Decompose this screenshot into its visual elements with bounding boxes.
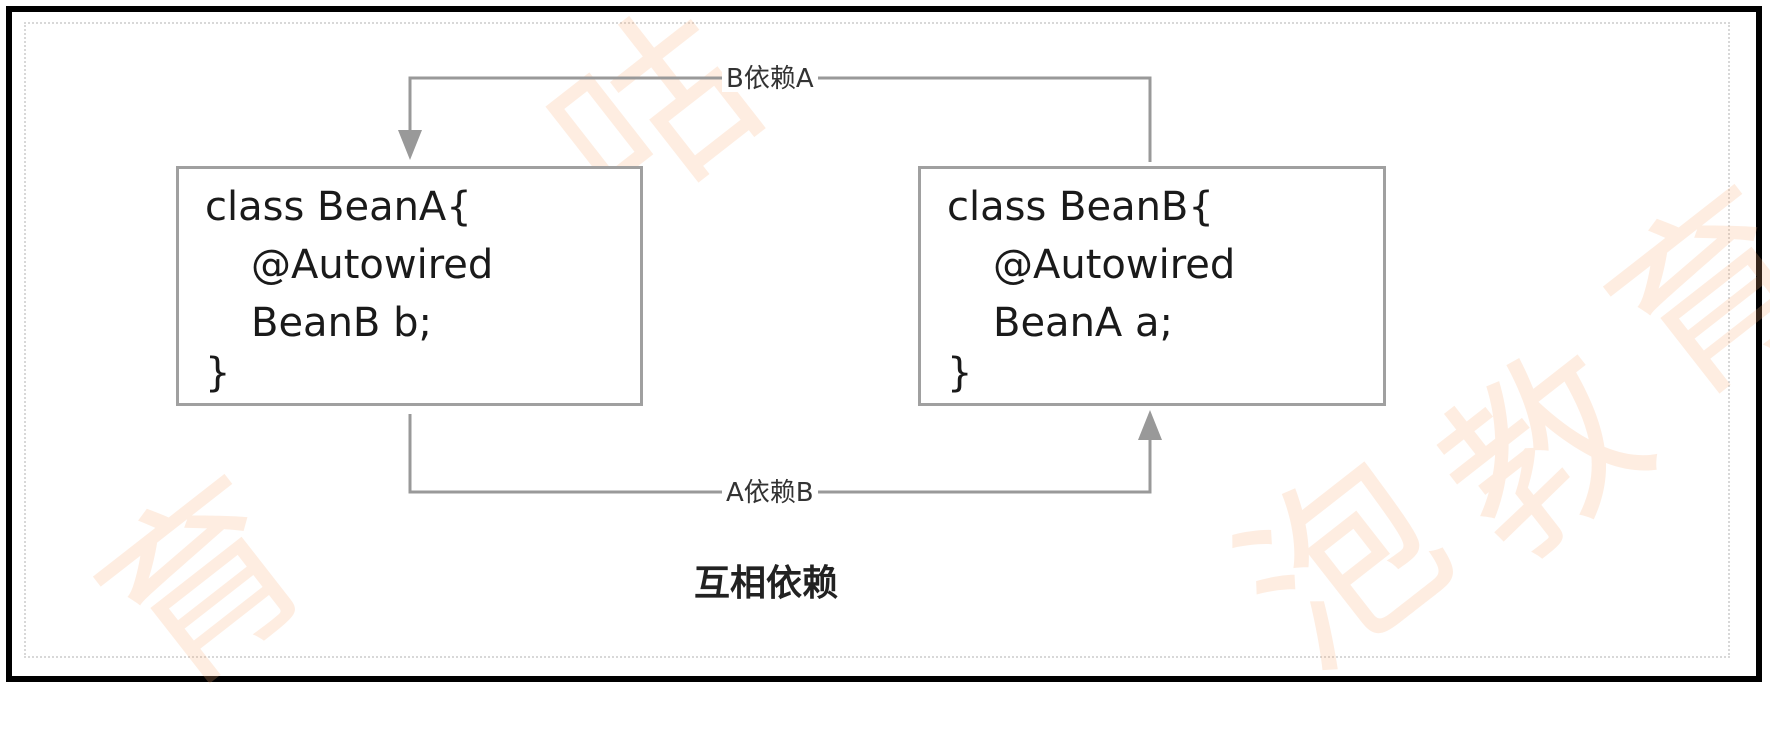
edge-label-b-depends-a: B依赖A <box>722 66 818 92</box>
bean-a-class-line: class BeanA{ <box>205 184 472 230</box>
diagram-canvas <box>24 22 1730 658</box>
arrowhead-into-bean-b <box>1138 410 1162 440</box>
bean-b-class-line: class BeanB{ <box>947 184 1214 230</box>
bean-a-annotation-line: @Autowired <box>251 242 494 288</box>
bean-b-closing-brace: } <box>947 350 973 396</box>
bean-a-closing-brace: } <box>205 350 231 396</box>
arrowhead-into-bean-a <box>398 130 422 160</box>
bean-a-box: class BeanA{ @Autowired BeanB b; } <box>176 166 643 406</box>
diagram-caption: 互相依赖 <box>694 563 839 604</box>
bean-b-field-line: BeanA a; <box>993 300 1173 346</box>
bean-b-annotation-line: @Autowired <box>993 242 1236 288</box>
bean-a-field-line: BeanB b; <box>251 300 432 346</box>
bean-b-box: class BeanB{ @Autowired BeanA a; } <box>918 166 1386 406</box>
edge-label-a-depends-b: A依赖B <box>722 480 818 506</box>
